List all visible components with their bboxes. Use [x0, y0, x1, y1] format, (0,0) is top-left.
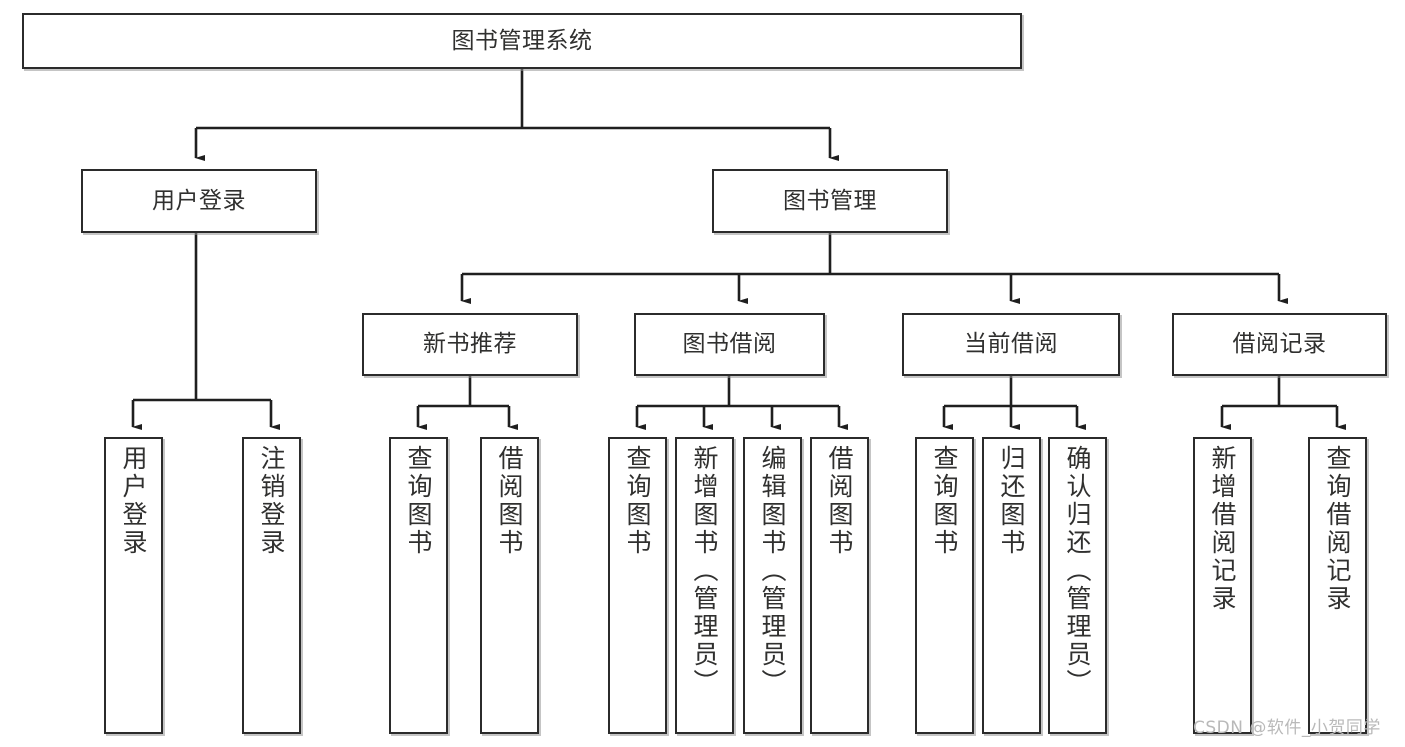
node-label: 新书推荐	[423, 331, 517, 358]
leaf-borrow-borrow-book[interactable]: 借阅图书	[810, 437, 869, 734]
node-current-borrow[interactable]: 当前借阅	[902, 313, 1120, 376]
node-root-system[interactable]: 图书管理系统	[22, 13, 1022, 69]
node-label: 借阅记录	[1232, 331, 1327, 358]
node-label: 图书管理	[783, 187, 877, 214]
node-new-book-recommend[interactable]: 新书推荐	[362, 313, 578, 376]
leaf-borrow-edit-book-admin[interactable]: 编辑图书（管理员）	[743, 437, 802, 734]
node-label: 借阅图书	[495, 445, 524, 557]
node-label: 借阅图书	[825, 445, 854, 557]
leaf-borrow-add-book-admin[interactable]: 新增图书（管理员）	[675, 437, 734, 734]
node-label: 用户登录	[152, 187, 246, 214]
node-book-management[interactable]: 图书管理	[712, 169, 948, 233]
node-label: 新增借阅记录	[1208, 445, 1237, 613]
node-label: 确认归还（管理员）	[1063, 445, 1092, 697]
node-user-login[interactable]: 用户登录	[81, 169, 317, 233]
leaf-current-query-book[interactable]: 查询图书	[915, 437, 974, 734]
node-label: 归还图书	[997, 445, 1026, 557]
node-label: 当前借阅	[964, 331, 1058, 358]
leaf-recommend-borrow-book[interactable]: 借阅图书	[480, 437, 539, 734]
leaf-user-login-signout[interactable]: 注销登录	[242, 437, 301, 734]
leaf-recommend-query-book[interactable]: 查询图书	[389, 437, 448, 734]
node-label: 图书借阅	[682, 331, 777, 358]
node-label: 查询图书	[623, 445, 652, 557]
node-label: 注销登录	[257, 445, 286, 557]
node-label: 查询图书	[930, 445, 959, 557]
node-label: 查询图书	[404, 445, 433, 557]
node-book-borrow[interactable]: 图书借阅	[634, 313, 825, 376]
leaf-user-login-signin[interactable]: 用户登录	[104, 437, 163, 734]
node-label: 编辑图书（管理员）	[758, 445, 787, 697]
node-label: 新增图书（管理员）	[690, 445, 719, 697]
leaf-borrow-query-book[interactable]: 查询图书	[608, 437, 667, 734]
node-label: 图书管理系统	[451, 27, 593, 54]
leaf-current-return-book[interactable]: 归还图书	[982, 437, 1041, 734]
leaf-record-add-record[interactable]: 新增借阅记录	[1193, 437, 1252, 734]
node-borrow-record[interactable]: 借阅记录	[1172, 313, 1387, 376]
leaf-current-confirm-return-admin[interactable]: 确认归还（管理员）	[1048, 437, 1107, 734]
node-label: 查询借阅记录	[1323, 445, 1352, 613]
node-label: 用户登录	[119, 445, 148, 557]
leaf-record-query-record[interactable]: 查询借阅记录	[1308, 437, 1367, 734]
